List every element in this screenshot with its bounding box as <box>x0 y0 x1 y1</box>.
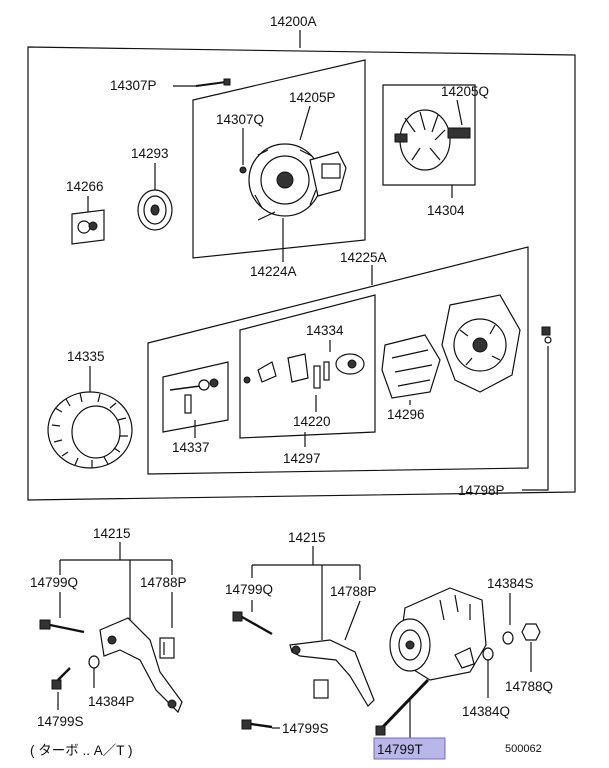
bolt-14799S-right <box>241 719 273 730</box>
bolt-14799T <box>375 678 430 736</box>
label-14297: 14297 <box>283 451 321 466</box>
assembly-frame <box>27 46 576 501</box>
front-housing-14224A <box>248 143 347 221</box>
label-14337: 14337 <box>172 440 210 455</box>
clip-14788P-left <box>159 637 175 659</box>
brush-panel <box>162 361 229 433</box>
label-14266: 14266 <box>66 179 104 194</box>
label-14799Q-right: 14799Q <box>225 582 273 597</box>
highlight-14799T <box>373 737 446 760</box>
label-14799Q-left: 14799Q <box>30 575 78 590</box>
rectifier-14296 <box>381 334 441 399</box>
bracket-14215-right <box>289 639 375 707</box>
label-14293: 14293 <box>131 146 169 161</box>
label-14220: 14220 <box>293 414 331 429</box>
label-14798P: 14798P <box>458 483 505 498</box>
front-housing-panel <box>192 59 366 259</box>
bolt-14307P <box>195 78 231 87</box>
washer-14384Q <box>482 647 494 661</box>
label-14384Q: 14384Q <box>462 704 510 719</box>
rear-housing <box>441 294 521 393</box>
label-14215-left: 14215 <box>93 526 131 541</box>
label-14788P-right: 14788P <box>330 584 377 599</box>
label-14384P-left: 14384P <box>88 694 135 709</box>
nut-14798P <box>541 326 552 344</box>
rotor-14304 <box>394 109 471 171</box>
label-14304: 14304 <box>427 203 465 218</box>
alternator-body <box>389 587 487 681</box>
note-turbo-at: ( ターボ .. A／T ) <box>30 743 133 758</box>
washer-14384S <box>502 631 514 645</box>
bolt-14799Q-right <box>232 611 273 636</box>
upper-assembly: 14200A 14307P 14205P 14307Q 14224A 14293 <box>27 14 576 501</box>
label-14307Q: 14307Q <box>216 112 264 127</box>
label-14335: 14335 <box>67 349 105 364</box>
label-14224A: 14224A <box>250 264 297 279</box>
clip-14788P-right <box>313 679 329 699</box>
nut-14266 <box>71 209 105 245</box>
label-14307P: 14307P <box>110 78 157 93</box>
nut-14788Q <box>521 623 541 641</box>
label-14215-right: 14215 <box>288 530 326 545</box>
regulator-14220 <box>243 353 365 389</box>
regulator-panel <box>239 294 376 439</box>
bracket-14215-left <box>99 617 183 714</box>
pulley-14293 <box>137 189 173 231</box>
bolt-14799S-left <box>51 667 71 690</box>
label-14225A: 14225A <box>340 250 387 265</box>
label-14799S-right: 14799S <box>282 721 329 736</box>
diagram-id: 500062 <box>505 743 542 755</box>
lower-right-group: 14215 14799Q 14788P <box>225 530 553 760</box>
screw-14307Q <box>239 166 247 174</box>
label-14200A: 14200A <box>270 14 317 29</box>
label-14799T[interactable]: 14799T <box>377 742 423 757</box>
label-14205P: 14205P <box>289 90 336 105</box>
rotor-panel <box>382 84 476 186</box>
brush-14337 <box>169 378 219 414</box>
label-14799S-left: 14799S <box>37 714 84 729</box>
label-14788Q: 14788Q <box>505 679 553 694</box>
label-14205Q: 14205Q <box>441 84 489 99</box>
washer-14384P-left <box>88 655 100 669</box>
bolt-14799Q-left <box>39 619 85 634</box>
label-14296: 14296 <box>387 407 425 422</box>
rectifier-panel <box>147 246 529 475</box>
label-14334: 14334 <box>306 323 344 338</box>
label-14788P-left: 14788P <box>140 575 187 590</box>
lower-left-group: 14215 14799Q 14788P 14384P <box>30 526 187 758</box>
label-14384S: 14384S <box>487 576 534 591</box>
stator-14335 <box>47 391 133 469</box>
